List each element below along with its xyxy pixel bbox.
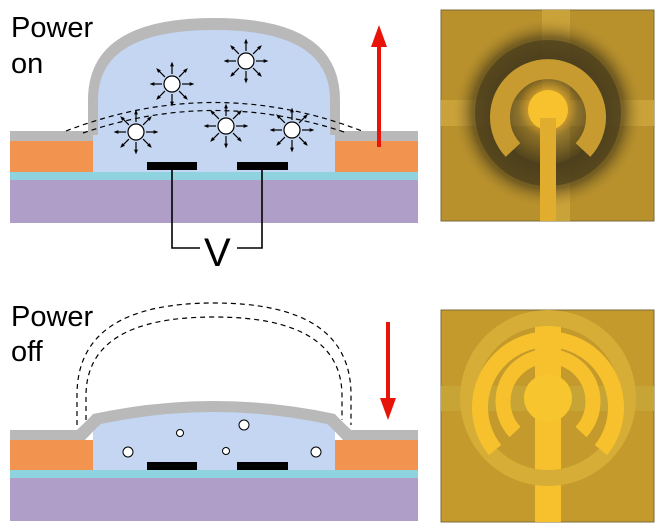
power-off-label-line2: off bbox=[11, 336, 44, 368]
bubble-icon bbox=[149, 61, 195, 107]
cover-layer-left bbox=[10, 131, 93, 141]
expanding-bubbles bbox=[113, 38, 315, 155]
micrograph-power-off bbox=[440, 309, 655, 523]
flat-liquid bbox=[93, 406, 335, 470]
bubble-icon bbox=[176, 429, 184, 437]
power-on-label-line1: Power bbox=[11, 12, 94, 44]
electrode-left bbox=[147, 162, 197, 170]
electrode-right bbox=[237, 162, 288, 170]
inflated-outline-inner bbox=[85, 316, 343, 420]
bubble-icon bbox=[113, 109, 159, 155]
electrode-left bbox=[147, 462, 197, 470]
cover-layer-left bbox=[10, 430, 85, 440]
cover-layer-right bbox=[335, 131, 418, 141]
bubble-icon bbox=[222, 447, 230, 455]
electrode-layer-left bbox=[10, 440, 93, 470]
substrate-layer bbox=[10, 478, 418, 521]
electrode-layer-left bbox=[10, 141, 93, 172]
arrow-up-icon-head bbox=[371, 25, 387, 47]
bubble-icon bbox=[122, 446, 134, 458]
bubble-icon bbox=[269, 107, 315, 153]
power-off-label-line1: Power bbox=[11, 301, 94, 333]
power-on-label-line2: on bbox=[11, 48, 43, 80]
shrunken-bubbles bbox=[122, 419, 322, 458]
substrate-layer bbox=[10, 180, 418, 223]
voltage-circuit bbox=[171, 170, 263, 249]
bubble-icon bbox=[310, 446, 322, 458]
deflated-outline-outer bbox=[65, 101, 363, 132]
cover-layer-right bbox=[343, 430, 418, 440]
arrow-down-icon-head bbox=[380, 398, 396, 420]
power-off-panel: Power off bbox=[10, 301, 418, 521]
electrode-layer-right bbox=[335, 141, 418, 172]
inflated-liquid bbox=[93, 25, 335, 172]
flat-membrane bbox=[66, 401, 362, 440]
bubble-icon bbox=[238, 419, 250, 431]
electrode-right bbox=[237, 462, 288, 470]
bubble-icon bbox=[203, 103, 249, 149]
thin-film-layer bbox=[10, 470, 418, 478]
micrograph-power-on bbox=[440, 9, 655, 222]
bubble-icon bbox=[223, 38, 269, 84]
inflated-outline-outer bbox=[76, 302, 352, 425]
power-on-panel: Power on V bbox=[10, 12, 418, 275]
electrode-layer-right bbox=[335, 440, 418, 470]
voltage-label: V bbox=[204, 231, 231, 275]
thin-film-layer bbox=[10, 172, 418, 180]
